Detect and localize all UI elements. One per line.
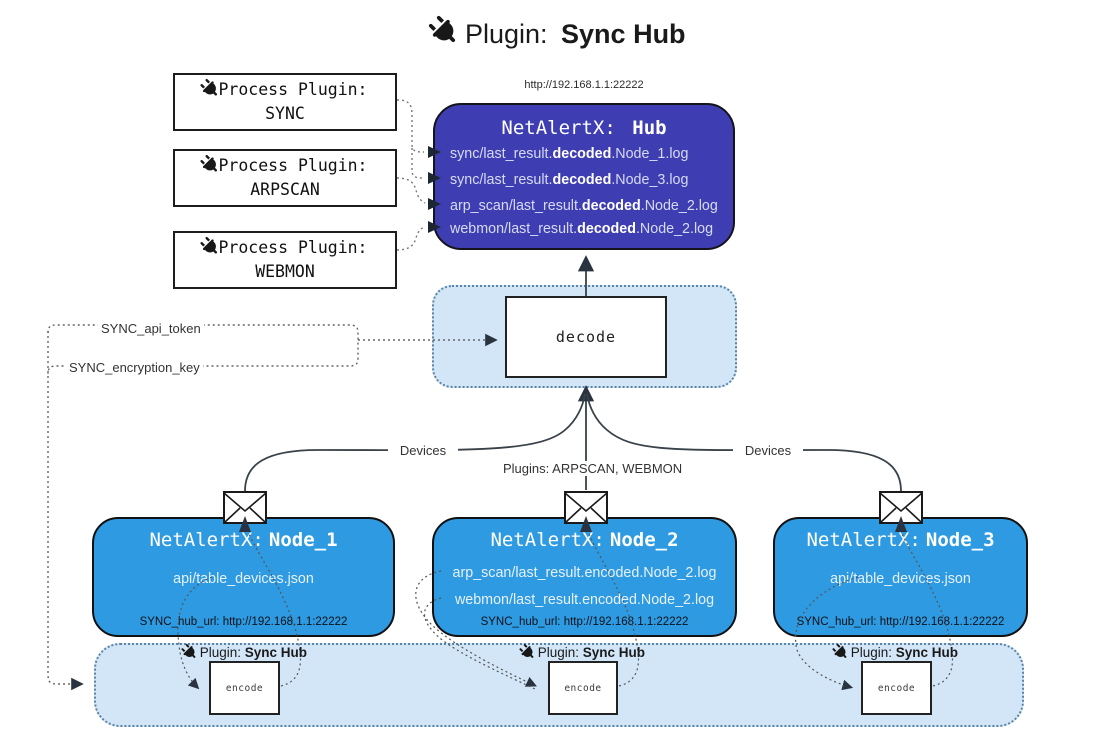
process-plugin-title: Process Plugin: [218, 238, 368, 258]
hub-title-prefix: NetAlertX: [501, 117, 616, 139]
sync-api-token-label: SYNC_api_token [98, 321, 204, 336]
decode-label: decode [555, 328, 617, 346]
hub-log-line: arp_scan/last_result.decoded.Node_2.log [450, 198, 718, 214]
process-plugin-name: SYNC [265, 104, 305, 123]
process-to-hub-connectors [396, 99, 426, 251]
plug-icon [200, 236, 218, 254]
process-plugin-title: Process Plugin: [218, 80, 368, 100]
node-box-node1: NetAlertX:Node_1 api/table_devices.json … [92, 517, 395, 637]
node-box-node2: NetAlertX:Node_2 arp_scan/last_result.en… [432, 517, 737, 637]
node-box-node3: NetAlertX:Node_3 api/table_devices.json … [773, 517, 1028, 637]
encode-label: encode [564, 682, 602, 694]
plug-icon [181, 643, 196, 658]
encode-box: encode [861, 661, 932, 715]
node-file: webmon/last_result.encoded.Node_2.log [454, 592, 715, 608]
process-plugin-name: ARPSCAN [250, 180, 320, 199]
process-plugin-box-arpscan: Process Plugin: ARPSCAN [173, 149, 397, 207]
plug-icon [832, 643, 847, 658]
page-title-name: Sync Hub [561, 19, 686, 49]
hub-log-line: sync/last_result.decoded.Node_3.log [450, 172, 689, 188]
node-hub-url: SYNC_hub_url: http://192.168.1.1:22222 [480, 616, 689, 628]
process-plugin-title-row: Process Plugin: [200, 78, 368, 102]
node-hub-url: SYNC_hub_url: http://192.168.1.1:22222 [139, 616, 348, 628]
plugins-middle-label: Plugins: ARPSCAN, WEBMON [500, 461, 682, 476]
hub-log-line: sync/last_result.decoded.Node_1.log [450, 146, 689, 162]
encode-box: encode [209, 661, 280, 715]
hub-title: NetAlertX: Hub [435, 117, 733, 139]
node-file: api/table_devices.json [173, 571, 314, 587]
hub-url: http://192.168.1.1:22222 [524, 79, 644, 91]
encode-label: encode [225, 682, 264, 694]
encoder-plugin-label: Plugin: Sync Hub [816, 643, 976, 660]
encoder-plugin-label: Plugin: Sync Hub [165, 643, 325, 660]
node-title: NetAlertX:Node_1 [149, 529, 338, 551]
encode-label: encode [877, 682, 916, 694]
process-plugin-box-sync: Process Plugin: SYNC [173, 73, 397, 131]
decode-box: decode [505, 296, 667, 378]
encoder-plugin-label: Plugin: Sync Hub [503, 643, 663, 660]
hub-title-name: Hub [632, 117, 667, 139]
hub-log-line: webmon/last_result.decoded.Node_2.log [450, 221, 714, 237]
page-title: Plugin: Sync Hub [0, 15, 1117, 50]
node-file: arp_scan/last_result.encoded.Node_2.log [452, 565, 717, 581]
process-plugin-title-row: Process Plugin: [200, 154, 368, 178]
plug-icon [429, 15, 456, 43]
plug-icon [200, 154, 218, 172]
sync-encryption-key-label: SYNC_encryption_key [66, 360, 203, 375]
devices-right-label: Devices [733, 443, 803, 458]
encode-box: encode [548, 661, 618, 715]
devices-left-label: Devices [388, 443, 458, 458]
plug-icon [519, 643, 534, 658]
node-title: NetAlertX:Node_2 [490, 529, 679, 551]
process-plugin-box-webmon: Process Plugin: WEBMON [173, 231, 397, 289]
process-plugin-title: Process Plugin: [218, 156, 368, 176]
node-hub-url: SYNC_hub_url: http://192.168.1.1:22222 [796, 616, 1005, 628]
page-title-prefix: Plugin: [464, 19, 548, 49]
plug-icon [200, 78, 218, 96]
node-file: api/table_devices.json [830, 571, 971, 587]
hub-box: NetAlertX: Hub sync/last_result.decoded.… [433, 103, 735, 250]
process-plugin-name: WEBMON [255, 262, 315, 281]
node-title: NetAlertX:Node_3 [806, 529, 995, 551]
process-plugin-title-row: Process Plugin: [200, 236, 368, 260]
